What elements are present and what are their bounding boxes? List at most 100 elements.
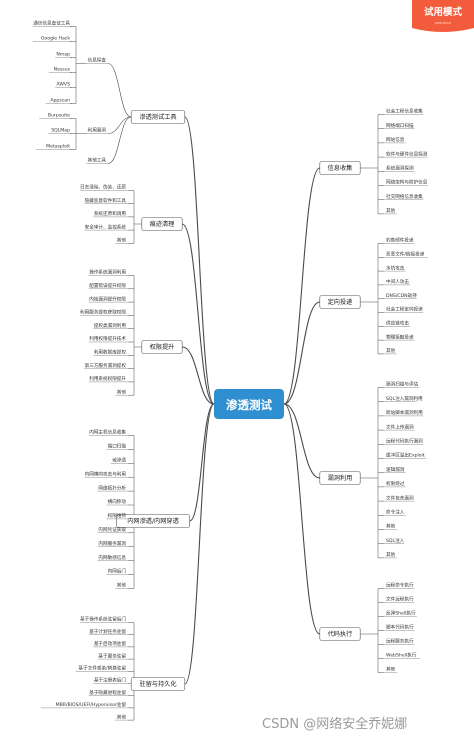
leaf-topic[interactable]: 内网凭证获取	[97, 526, 128, 533]
leaf-topic[interactable]: SQLMap	[48, 128, 72, 134]
leaf-topic[interactable]: 内网主机信息收集	[88, 429, 128, 436]
leaf-topic[interactable]: 其他	[115, 582, 128, 589]
leaf-topic[interactable]: WebShell执行	[384, 652, 420, 659]
leaf-topic[interactable]: 内网服务漏洞	[97, 540, 128, 547]
leaf-topic[interactable]: 利用数据库提权	[93, 349, 128, 356]
leaf-topic[interactable]: 端口扫描	[106, 443, 128, 450]
leaf-topic[interactable]: 社会工程信息收集	[384, 108, 424, 115]
leaf-topic[interactable]: 其他	[384, 523, 397, 530]
trial-mode-badge[interactable]: 试用模式 xmind.cn	[412, 0, 474, 32]
leaf-topic[interactable]: 基于注册表后门	[93, 677, 128, 684]
leaf-topic[interactable]: 其他	[115, 237, 128, 244]
leaf-topic[interactable]: 其他	[384, 551, 397, 559]
leaf-topic[interactable]: 利用漏洞	[86, 127, 108, 134]
central-topic[interactable]: 渗透测试	[214, 389, 284, 419]
leaf-topic[interactable]: 脚本代码执行	[384, 624, 415, 631]
branch-topic[interactable]: 驻留与持久化	[130, 677, 186, 691]
leaf-topic[interactable]: 权限维持	[106, 512, 128, 520]
leaf-topic[interactable]: 基于操作系统驻留后门	[80, 616, 128, 623]
leaf-topic[interactable]: 横向移动	[106, 498, 128, 505]
branch-topic[interactable]: 定向投递	[319, 295, 361, 309]
leaf-topic[interactable]: 配置错误提升权限	[88, 282, 128, 289]
leaf-topic[interactable]: 基于启动项驻留	[93, 640, 128, 648]
leaf-topic[interactable]: 信息探查	[86, 57, 108, 64]
leaf-topic[interactable]: 供应链攻击	[384, 320, 410, 327]
leaf-topic[interactable]: 内核漏洞提升权限	[88, 295, 128, 303]
leaf-topic[interactable]: 利用系统权限提升	[88, 375, 128, 382]
leaf-topic[interactable]: 基于服务驻留	[97, 652, 128, 659]
leaf-topic[interactable]: 文件包含漏洞	[384, 494, 415, 502]
leaf-topic[interactable]: 网站信息	[384, 136, 406, 143]
leaf-topic[interactable]: 基于计划任务驻留	[88, 628, 128, 635]
leaf-topic[interactable]: 网络架构与防护信息	[384, 179, 428, 186]
leaf-topic[interactable]: Google Hack	[32, 36, 72, 42]
leaf-topic[interactable]: 安全审计、监控系统	[84, 223, 128, 231]
leaf-topic[interactable]: 利用权限提升技术	[88, 335, 128, 342]
leaf-topic[interactable]: Nmap	[55, 52, 72, 58]
leaf-topic[interactable]: 其他	[115, 388, 128, 396]
leaf-topic[interactable]: DNS/CDN劫持	[384, 292, 417, 299]
branch-topic[interactable]: 内网渗透/内网穿透	[116, 514, 191, 528]
leaf-topic[interactable]: 中间人攻击	[384, 278, 410, 285]
leaf-topic[interactable]: SQL注入	[384, 537, 405, 544]
leaf-topic[interactable]: 钓鱼邮件投递	[384, 237, 415, 244]
leaf-topic[interactable]: 逻辑漏洞	[384, 466, 406, 473]
leaf-topic[interactable]: 命令注入	[384, 509, 406, 516]
leaf-topic[interactable]: 提权类漏洞利用	[93, 322, 128, 329]
leaf-topic[interactable]: SQL注入漏洞利用	[384, 395, 423, 402]
leaf-topic[interactable]: 漏洞扫描与评估	[384, 381, 419, 388]
leaf-topic[interactable]: 远程服务执行	[384, 638, 415, 645]
leaf-topic[interactable]: 利用服务提权获取权限	[80, 309, 128, 316]
branch-topic[interactable]: 代码执行	[319, 627, 361, 641]
leaf-topic[interactable]: MBR/BIOS/UEFI/Hypervisor驻留	[40, 701, 128, 709]
leaf-topic[interactable]: 文件上传漏洞	[384, 423, 415, 431]
leaf-topic[interactable]: 其他	[115, 713, 128, 720]
leaf-topic[interactable]: 社交网络信息收集	[384, 193, 424, 200]
leaf-topic[interactable]: 社会工程定向投递	[384, 306, 424, 313]
leaf-topic[interactable]: 内网横向攻击与利用	[84, 470, 128, 478]
leaf-topic[interactable]: 远程代码执行漏洞	[384, 438, 424, 445]
leaf-topic[interactable]: 水坑攻击	[384, 264, 406, 272]
branch-topic[interactable]: 痕迹清理	[141, 217, 183, 231]
leaf-topic[interactable]: Metasploit	[36, 144, 72, 150]
leaf-topic[interactable]: 反弹Shell执行	[384, 610, 417, 617]
leaf-topic[interactable]: 内网敏感信息	[97, 554, 128, 561]
leaf-topic[interactable]: AWVS	[55, 82, 72, 88]
leaf-topic[interactable]: 日志清除、伪装、还原	[80, 184, 128, 191]
leaf-topic[interactable]: 系统还原和调用	[93, 210, 128, 217]
branch-topic[interactable]: 权限提升	[141, 340, 183, 354]
leaf-topic[interactable]: 跨站脚本漏洞利用	[384, 409, 424, 416]
leaf-topic[interactable]: 物理接触投递	[384, 333, 415, 341]
branch-topic[interactable]: 渗透测试工具	[130, 110, 186, 124]
leaf-topic[interactable]: 其他	[384, 207, 397, 214]
leaf-topic[interactable]: 隐藏恶意软件和工具	[84, 197, 128, 204]
leaf-topic[interactable]: 其他	[384, 347, 397, 354]
leaf-topic[interactable]: Burpsuite	[39, 113, 72, 119]
leaf-topic-label: 基于服务驻留	[98, 652, 126, 659]
leaf-topic[interactable]: 文件远程执行	[384, 596, 415, 603]
leaf-topic[interactable]: 软件与硬件信息探测	[384, 150, 428, 158]
leaf-topic-label: SQLMap	[51, 128, 70, 134]
leaf-topic[interactable]: 操作系统漏洞利用	[88, 269, 128, 276]
leaf-topic[interactable]: 域渗透	[110, 457, 128, 464]
leaf-topic[interactable]: 第三方服务漏洞提权	[84, 362, 128, 369]
branch-topic[interactable]: 漏洞利用	[319, 471, 361, 485]
leaf-topic[interactable]: 其他工具	[86, 157, 108, 164]
leaf-topic[interactable]: 基于文件感染/替换驻留	[75, 665, 128, 672]
leaf-topic[interactable]: 权限绕过	[384, 480, 406, 487]
connector-line	[107, 63, 132, 118]
leaf-topic[interactable]: 网络拓扑分析	[97, 484, 128, 492]
leaf-topic[interactable]: 基于隐藏进程驻留	[88, 689, 128, 696]
connector-line	[283, 403, 321, 635]
leaf-topic[interactable]: Nessus	[48, 67, 72, 73]
leaf-topic[interactable]: 恶意文件/链接投递	[384, 251, 428, 258]
leaf-topic[interactable]: 缓冲区溢出Exploit	[384, 452, 427, 459]
leaf-topic[interactable]: 内网后门	[106, 568, 128, 575]
leaf-topic[interactable]: Appscan	[45, 98, 72, 104]
leaf-topic[interactable]: 其他	[384, 666, 397, 673]
leaf-topic[interactable]: 系统漏洞探测	[384, 165, 415, 172]
leaf-topic[interactable]: 远程命令执行	[384, 582, 415, 589]
leaf-topic[interactable]: 网络端口扫描	[384, 122, 415, 129]
branch-topic[interactable]: 信息收集	[319, 161, 361, 175]
leaf-topic[interactable]: 通信信息查证工具	[32, 20, 72, 27]
